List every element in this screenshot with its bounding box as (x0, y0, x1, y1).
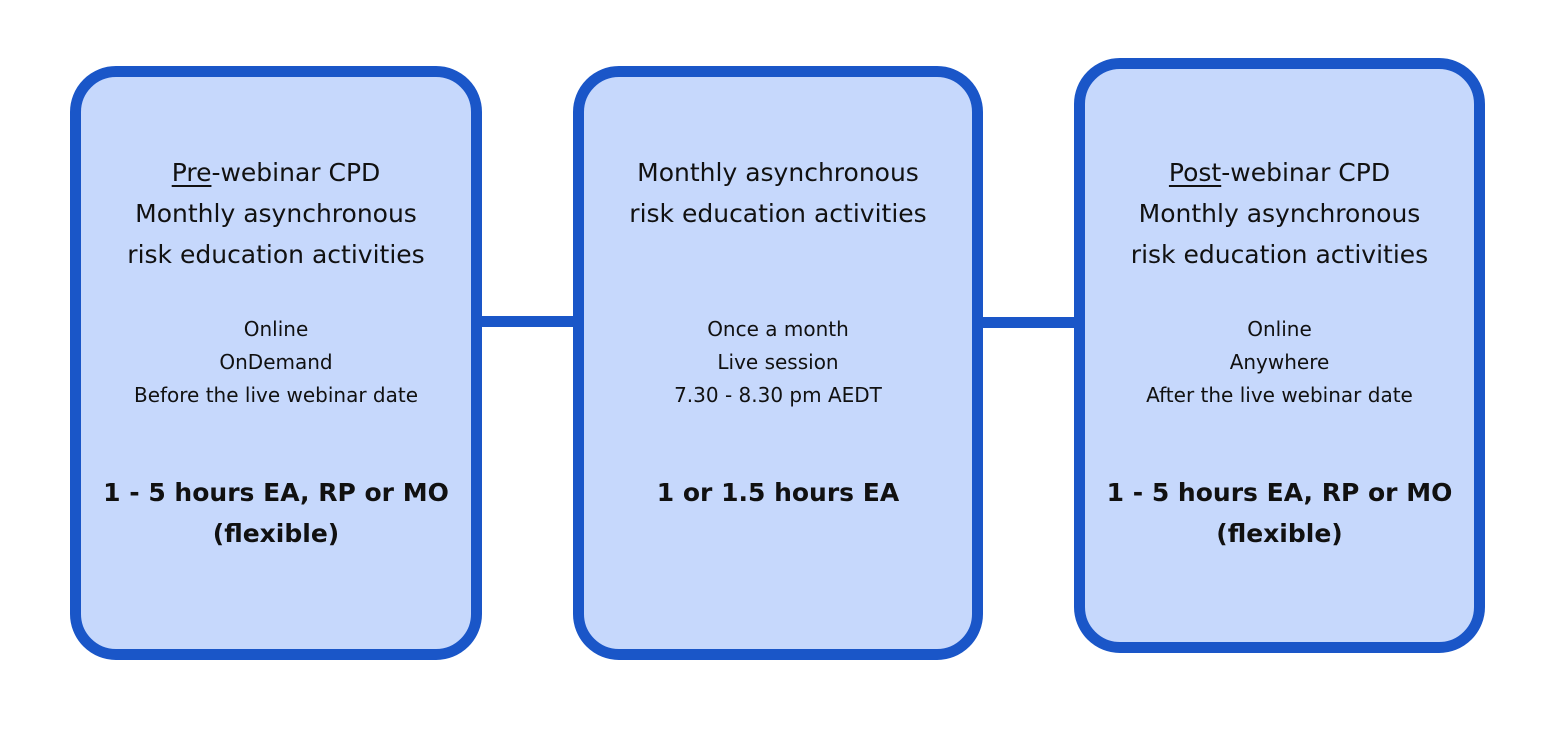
box-details: Online Anywhere After the live webinar d… (1085, 313, 1474, 412)
detail-line: After the live webinar date (1146, 383, 1413, 407)
box-subtitle-1: Monthly asynchronous (637, 158, 919, 187)
title-underlined: Pre (171, 158, 212, 187)
detail-line: OnDemand (219, 350, 333, 374)
box-hours: 1 or 1.5 hours EA (656, 478, 900, 507)
detail-line: Live session (717, 350, 839, 374)
box-hours: 1 - 5 hours EA, RP or MO (103, 478, 449, 507)
post-webinar-box: Post-webinar CPD Monthly asynchronous ri… (1074, 58, 1485, 653)
box-title: Pre-webinar CPD (81, 152, 471, 193)
title-underlined: Post (1168, 158, 1222, 187)
box-hours-note: (flexible) (1216, 519, 1343, 548)
live-webinar-box: Monthly asynchronous risk education acti… (573, 66, 983, 660)
pre-webinar-box: Pre-webinar CPD Monthly asynchronous ris… (70, 66, 482, 660)
detail-line: 7.30 - 8.30 pm AEDT (674, 383, 882, 407)
title-rest: -webinar CPD (211, 158, 381, 187)
detail-line: Once a month (707, 317, 849, 341)
box-subtitle-2: risk education activities (1130, 240, 1429, 269)
box-hours: 1 - 5 hours EA, RP or MO (1106, 478, 1453, 507)
connector-1-2 (480, 316, 575, 327)
connector-2-3 (980, 317, 1076, 328)
box-details: Online OnDemand Before the live webinar … (81, 313, 471, 412)
detail-line: Online (1247, 317, 1312, 341)
title-rest: -webinar CPD (1221, 158, 1391, 187)
box-details: Once a month Live session 7.30 - 8.30 pm… (584, 313, 972, 412)
box-subtitle-2: risk education activities (629, 199, 927, 228)
detail-line: Before the live webinar date (133, 383, 419, 407)
box-hours-note: (flexible) (212, 519, 340, 548)
box-subtitle-2: risk education activities (127, 240, 425, 269)
box-title: Post-webinar CPD (1085, 152, 1474, 193)
box-subtitle-1: Monthly asynchronous (1138, 199, 1421, 228)
detail-line: Online (243, 317, 309, 341)
box-subtitle-1: Monthly asynchronous (135, 199, 417, 228)
detail-line: Anywhere (1229, 350, 1330, 374)
